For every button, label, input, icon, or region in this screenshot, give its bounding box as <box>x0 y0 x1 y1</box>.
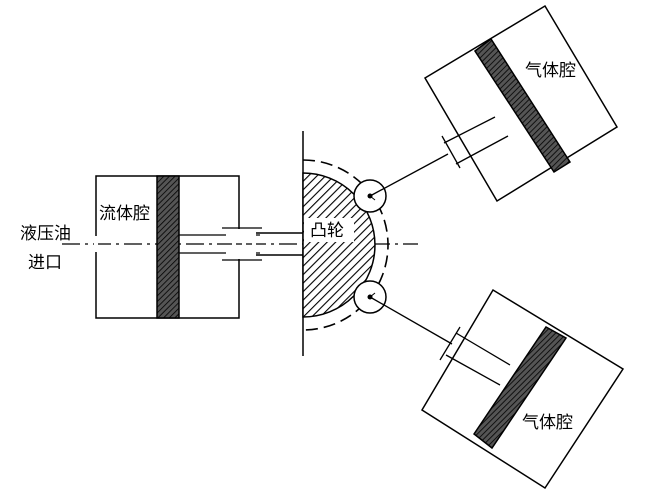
gas-chamber-top <box>369 4 619 203</box>
cam <box>302 172 376 318</box>
inlet-label-line2: 进口 <box>28 253 62 273</box>
fluid-chamber-piston <box>156 175 180 319</box>
gas-chamber-top-label: 气体腔 <box>525 61 576 81</box>
fluid-chamber <box>94 175 304 319</box>
cam-outer-dashed-profile <box>302 159 389 331</box>
fluid-chamber-label: 流体腔 <box>99 204 150 224</box>
gas-chamber-bottom <box>369 288 625 490</box>
inlet-label-line1: 液压油 <box>20 224 71 244</box>
cam-label: 凸轮 <box>310 221 344 241</box>
gas-chamber-bottom-label: 气体腔 <box>522 413 573 433</box>
